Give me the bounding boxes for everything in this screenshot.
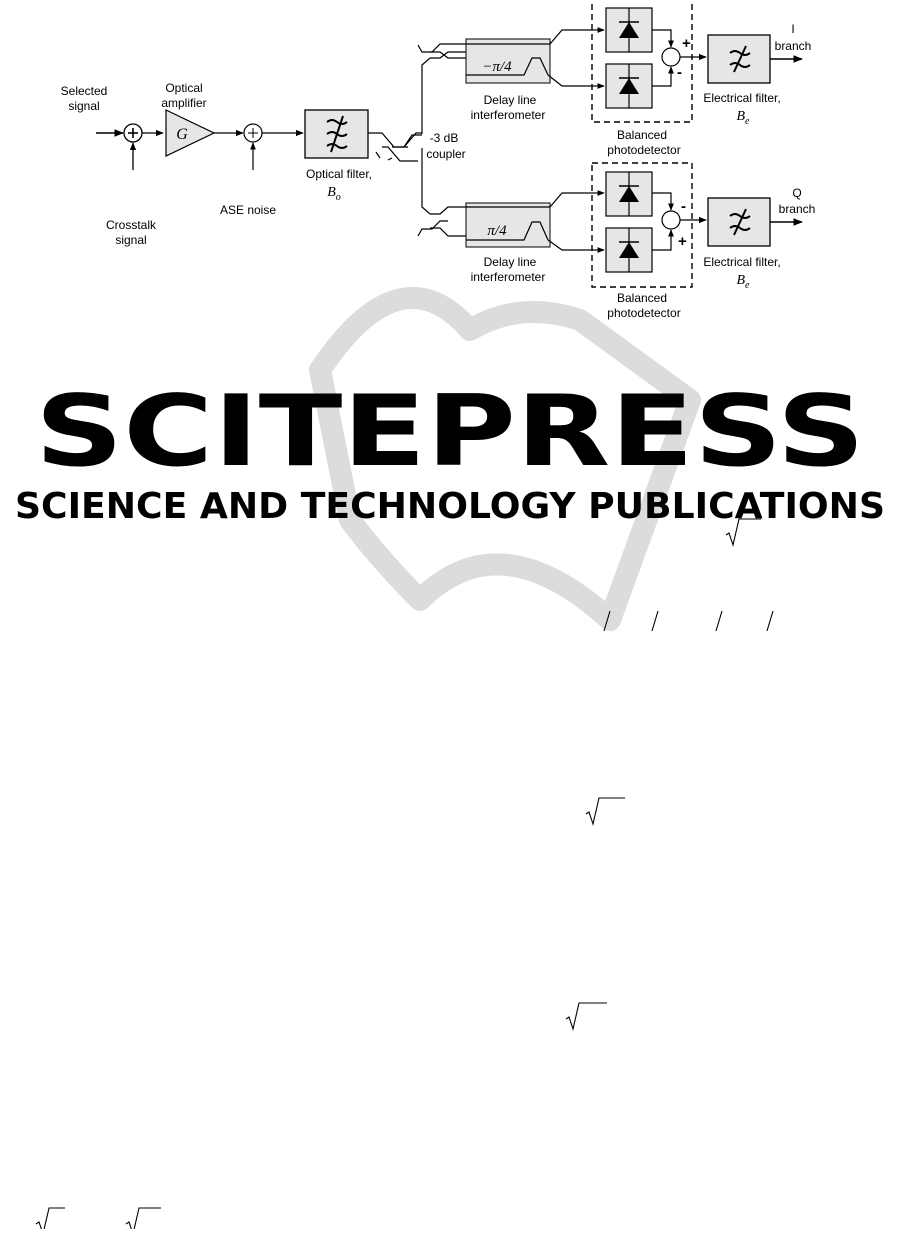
delay-line-top-block — [465, 38, 551, 84]
minus-sign-bottom: - — [681, 198, 686, 215]
minus-sign-top: - — [677, 64, 682, 81]
electrical-filter-top-icon — [729, 45, 751, 73]
i-branch-label-2: branch — [775, 39, 812, 53]
balanced-photodetector-top-frame — [591, 0, 693, 123]
balanced-pd-bottom-label-2: photodetector — [607, 306, 680, 320]
balanced-pd-bottom-label: Balanced — [617, 291, 667, 305]
watermark-logo: SCITEPRESS — [35, 375, 865, 489]
bottom-interferometer-couplers — [417, 206, 466, 237]
electrical-filter-top-label: Electrical filter, — [703, 91, 780, 105]
watermark-book-shape — [309, 287, 701, 631]
optical-amplifier-triangle — [165, 109, 216, 157]
delay-line-top-label-2: interferometer — [471, 108, 546, 122]
optical-amplifier-label: Optical — [165, 81, 202, 95]
electrical-filter-bottom-icon — [729, 208, 751, 236]
optical-filter-icon — [326, 115, 348, 153]
top-interferometer-couplers — [417, 43, 466, 59]
q-branch-label: Q — [792, 186, 801, 200]
balanced-photodetector-bottom-frame — [591, 162, 693, 288]
selected-signal-label: Selected — [61, 84, 108, 98]
subtractor-bottom — [661, 210, 681, 230]
delay-line-bottom-label-2: interferometer — [471, 270, 546, 284]
crosstalk-signal-label-2: signal — [115, 233, 146, 247]
electrical-filter-bottom-label: Electrical filter, — [703, 255, 780, 269]
balanced-pd-top-label: Balanced — [617, 128, 667, 142]
optical-amplifier-label-2: amplifier — [161, 96, 206, 110]
electrical-filter-bottom-bandwidth: Be — [736, 273, 750, 291]
i-branch-label: I — [791, 22, 794, 36]
plus-sign-bottom: + — [678, 233, 687, 250]
crosstalk-signal-label: Crosstalk — [106, 218, 157, 232]
delay-line-top-label: Delay line — [484, 93, 537, 107]
delay-line-bottom-label: Delay line — [484, 255, 537, 269]
selected-signal-label-2: signal — [68, 99, 99, 113]
amplifier-gain-symbol: G — [176, 126, 188, 143]
coupler-label: -3 dB — [430, 131, 459, 145]
coupler-label-2: coupler — [426, 147, 465, 161]
watermark-tagline: SCIENCE AND TECHNOLOGY PUBLICATIONS — [15, 486, 885, 527]
sitepress-watermark: SCITEPRESS SCIENCE AND TECHNOLOGY PUBLIC… — [15, 287, 885, 631]
coupler — [368, 132, 422, 162]
phase-shift-bottom: π/4 — [487, 223, 507, 239]
phase-shift-top: −π/4 — [482, 59, 512, 75]
residual-math-glyphs — [35, 518, 774, 1234]
optical-filter-bandwidth: Bo — [327, 185, 341, 203]
plus-sign-top: + — [682, 35, 691, 52]
ase-noise-label: ASE noise — [220, 203, 276, 217]
balanced-pd-top-label-2: photodetector — [607, 143, 680, 157]
q-branch-label-2: branch — [779, 202, 816, 216]
electrical-filter-top-bandwidth: Be — [736, 109, 750, 127]
optical-filter-label: Optical filter, — [306, 167, 372, 181]
